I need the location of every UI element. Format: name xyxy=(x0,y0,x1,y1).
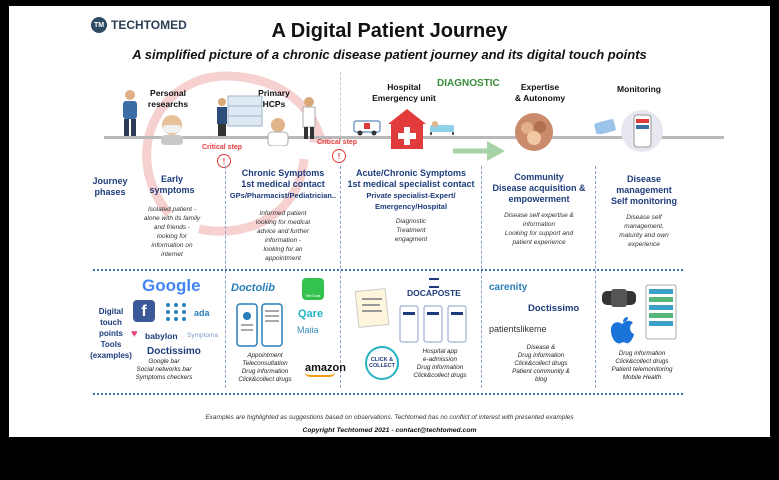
brand-mark-icon: TM xyxy=(91,17,107,33)
doctor-icon xyxy=(267,118,289,146)
phase-early-title: Early symptoms xyxy=(149,174,195,195)
separator-1 xyxy=(225,166,226,388)
sick-person-icon xyxy=(161,115,183,145)
tools-col-5: Drug information Click&collect drugs Pat… xyxy=(611,350,673,381)
stage-expertise: Expertise & Autonomy xyxy=(514,82,566,103)
phase-early: Early symptoms Isolated patient - alone … xyxy=(129,174,215,259)
nurse-icon xyxy=(302,97,316,139)
person-icon xyxy=(123,90,137,136)
row-separator-bottom xyxy=(93,393,683,395)
page-title: A Digital Patient Journey xyxy=(271,20,508,42)
heart-icon: ♥ xyxy=(131,328,138,340)
wechat-icon: WeChat xyxy=(302,278,324,300)
row-separator-top xyxy=(93,269,683,271)
doctissimo-logo-2: Doctissimo xyxy=(528,303,580,314)
phase-acute: Acute/Chronic Symptoms 1st medical speci… xyxy=(342,168,480,244)
carenity-logo: carenity xyxy=(489,282,528,293)
google-logo: Google xyxy=(142,276,201,295)
phase-community-title: Community Disease acquisition & empowerm… xyxy=(492,172,586,204)
critical-step-label-2: Critical step xyxy=(317,139,358,146)
separator-3 xyxy=(481,166,482,388)
doctolib-logo: Doctolib xyxy=(231,282,275,294)
phase-chronic-subtitle: GPs/Pharmacist/Pediatrician.. xyxy=(229,191,337,200)
phone-icon xyxy=(621,110,663,152)
hospital-app-screens xyxy=(399,305,467,343)
symptoma-logo: Symptoma xyxy=(187,332,219,339)
ada-logo: ada xyxy=(194,308,210,318)
grid-dots-icon xyxy=(166,303,186,321)
brand-name: TECHTOMED xyxy=(111,18,187,32)
maiia-logo: Maiia xyxy=(297,325,319,335)
stage-personal-research: Personal researchs xyxy=(147,88,189,109)
smartwatch-icon xyxy=(602,289,636,307)
phase-dm-desc: Disease self management, maturity and ow… xyxy=(619,214,669,248)
disclaimer-text: Examples are highlighted as suggestions … xyxy=(205,414,574,421)
hands-icon xyxy=(515,113,553,151)
stage-primary-hcps: Primary HCPs xyxy=(258,88,290,109)
brand-logo: TM TECHTOMED xyxy=(91,17,187,33)
qare-logo: Qare xyxy=(298,308,324,320)
phones-screenshot xyxy=(236,303,283,347)
bed-icon xyxy=(430,121,454,135)
phase-acute-subtitle: Private specialist-Expert/ Emergency/Hos… xyxy=(366,191,456,211)
click-collect-logo: CLICK & COLLECT xyxy=(365,346,399,380)
doctissimo-logo: Doctissimo xyxy=(147,346,201,357)
phase-chronic: Chronic Symptoms 1st medical contact GPs… xyxy=(227,168,339,263)
copyright-text: Copyright Techtomed 2021 - contact@techt… xyxy=(302,427,477,434)
facebook-icon: f xyxy=(133,300,155,322)
tools-col-2: Appointment Teleconsultation Drug inform… xyxy=(238,352,292,383)
phase-disease-management: Disease management Self monitoring Disea… xyxy=(599,174,689,249)
tools-col-1: Google bar Social networks bar Symptoms … xyxy=(135,358,193,381)
infographic-card: TM TECHTOMED A Digital Patient Journey A… xyxy=(9,6,770,437)
separator-4 xyxy=(595,166,596,388)
stage-hospital: Hospital Emergency unit xyxy=(372,82,436,103)
apple-icon xyxy=(610,317,634,344)
amazon-logo: amazon xyxy=(305,362,346,377)
phase-community: Community Disease acquisition & empowerm… xyxy=(485,172,593,247)
pharmacist-icon xyxy=(217,95,263,136)
warning-icon-2: ! xyxy=(332,149,346,163)
page-subtitle: A simplified picture of a chronic diseas… xyxy=(132,47,647,62)
health-app-screens xyxy=(645,284,677,340)
phase-chronic-desc: Informed patient looking for medical adv… xyxy=(255,210,311,262)
phase-acute-desc: Diagnostic Treatment engagment xyxy=(394,218,428,243)
phase-early-desc: Isolated patient - alone with its family… xyxy=(143,206,201,258)
arrow-icon xyxy=(453,141,505,161)
critical-step-label-1: Critical step xyxy=(202,144,243,151)
row-touch-points: Digital touch points Tools (examples) xyxy=(90,307,132,360)
warning-icon: ! xyxy=(217,154,231,168)
babylon-logo: babylon xyxy=(145,331,178,341)
phase-chronic-title: Chronic Symptoms 1st medical contact xyxy=(241,168,325,189)
docaposte-logo: DOCAPOSTE xyxy=(407,278,461,298)
separator-top xyxy=(340,72,341,142)
stage-monitoring: Monitoring xyxy=(617,84,661,94)
row-journey-phases: Journey phases xyxy=(92,176,128,197)
hospital-icon xyxy=(388,109,426,149)
phase-acute-title: Acute/Chronic Symptoms 1st medical speci… xyxy=(347,168,475,189)
tools-col-4: Disease & Drug information Click&collect… xyxy=(512,344,570,383)
phase-dm-title: Disease management Self monitoring xyxy=(611,174,677,206)
ambulance-icon xyxy=(353,120,381,136)
prescription-sheet-icon xyxy=(355,288,390,328)
stage-diagnostic: DIAGNOSTIC xyxy=(437,78,500,89)
separator-2 xyxy=(340,166,341,388)
phase-community-desc: Disease self expertise & information Loo… xyxy=(504,212,574,246)
card-icon xyxy=(594,119,616,134)
patientslikeme-logo: patientslikeme xyxy=(489,324,547,334)
tools-col-3: Hospital app e-admission Drug informatio… xyxy=(413,348,467,379)
